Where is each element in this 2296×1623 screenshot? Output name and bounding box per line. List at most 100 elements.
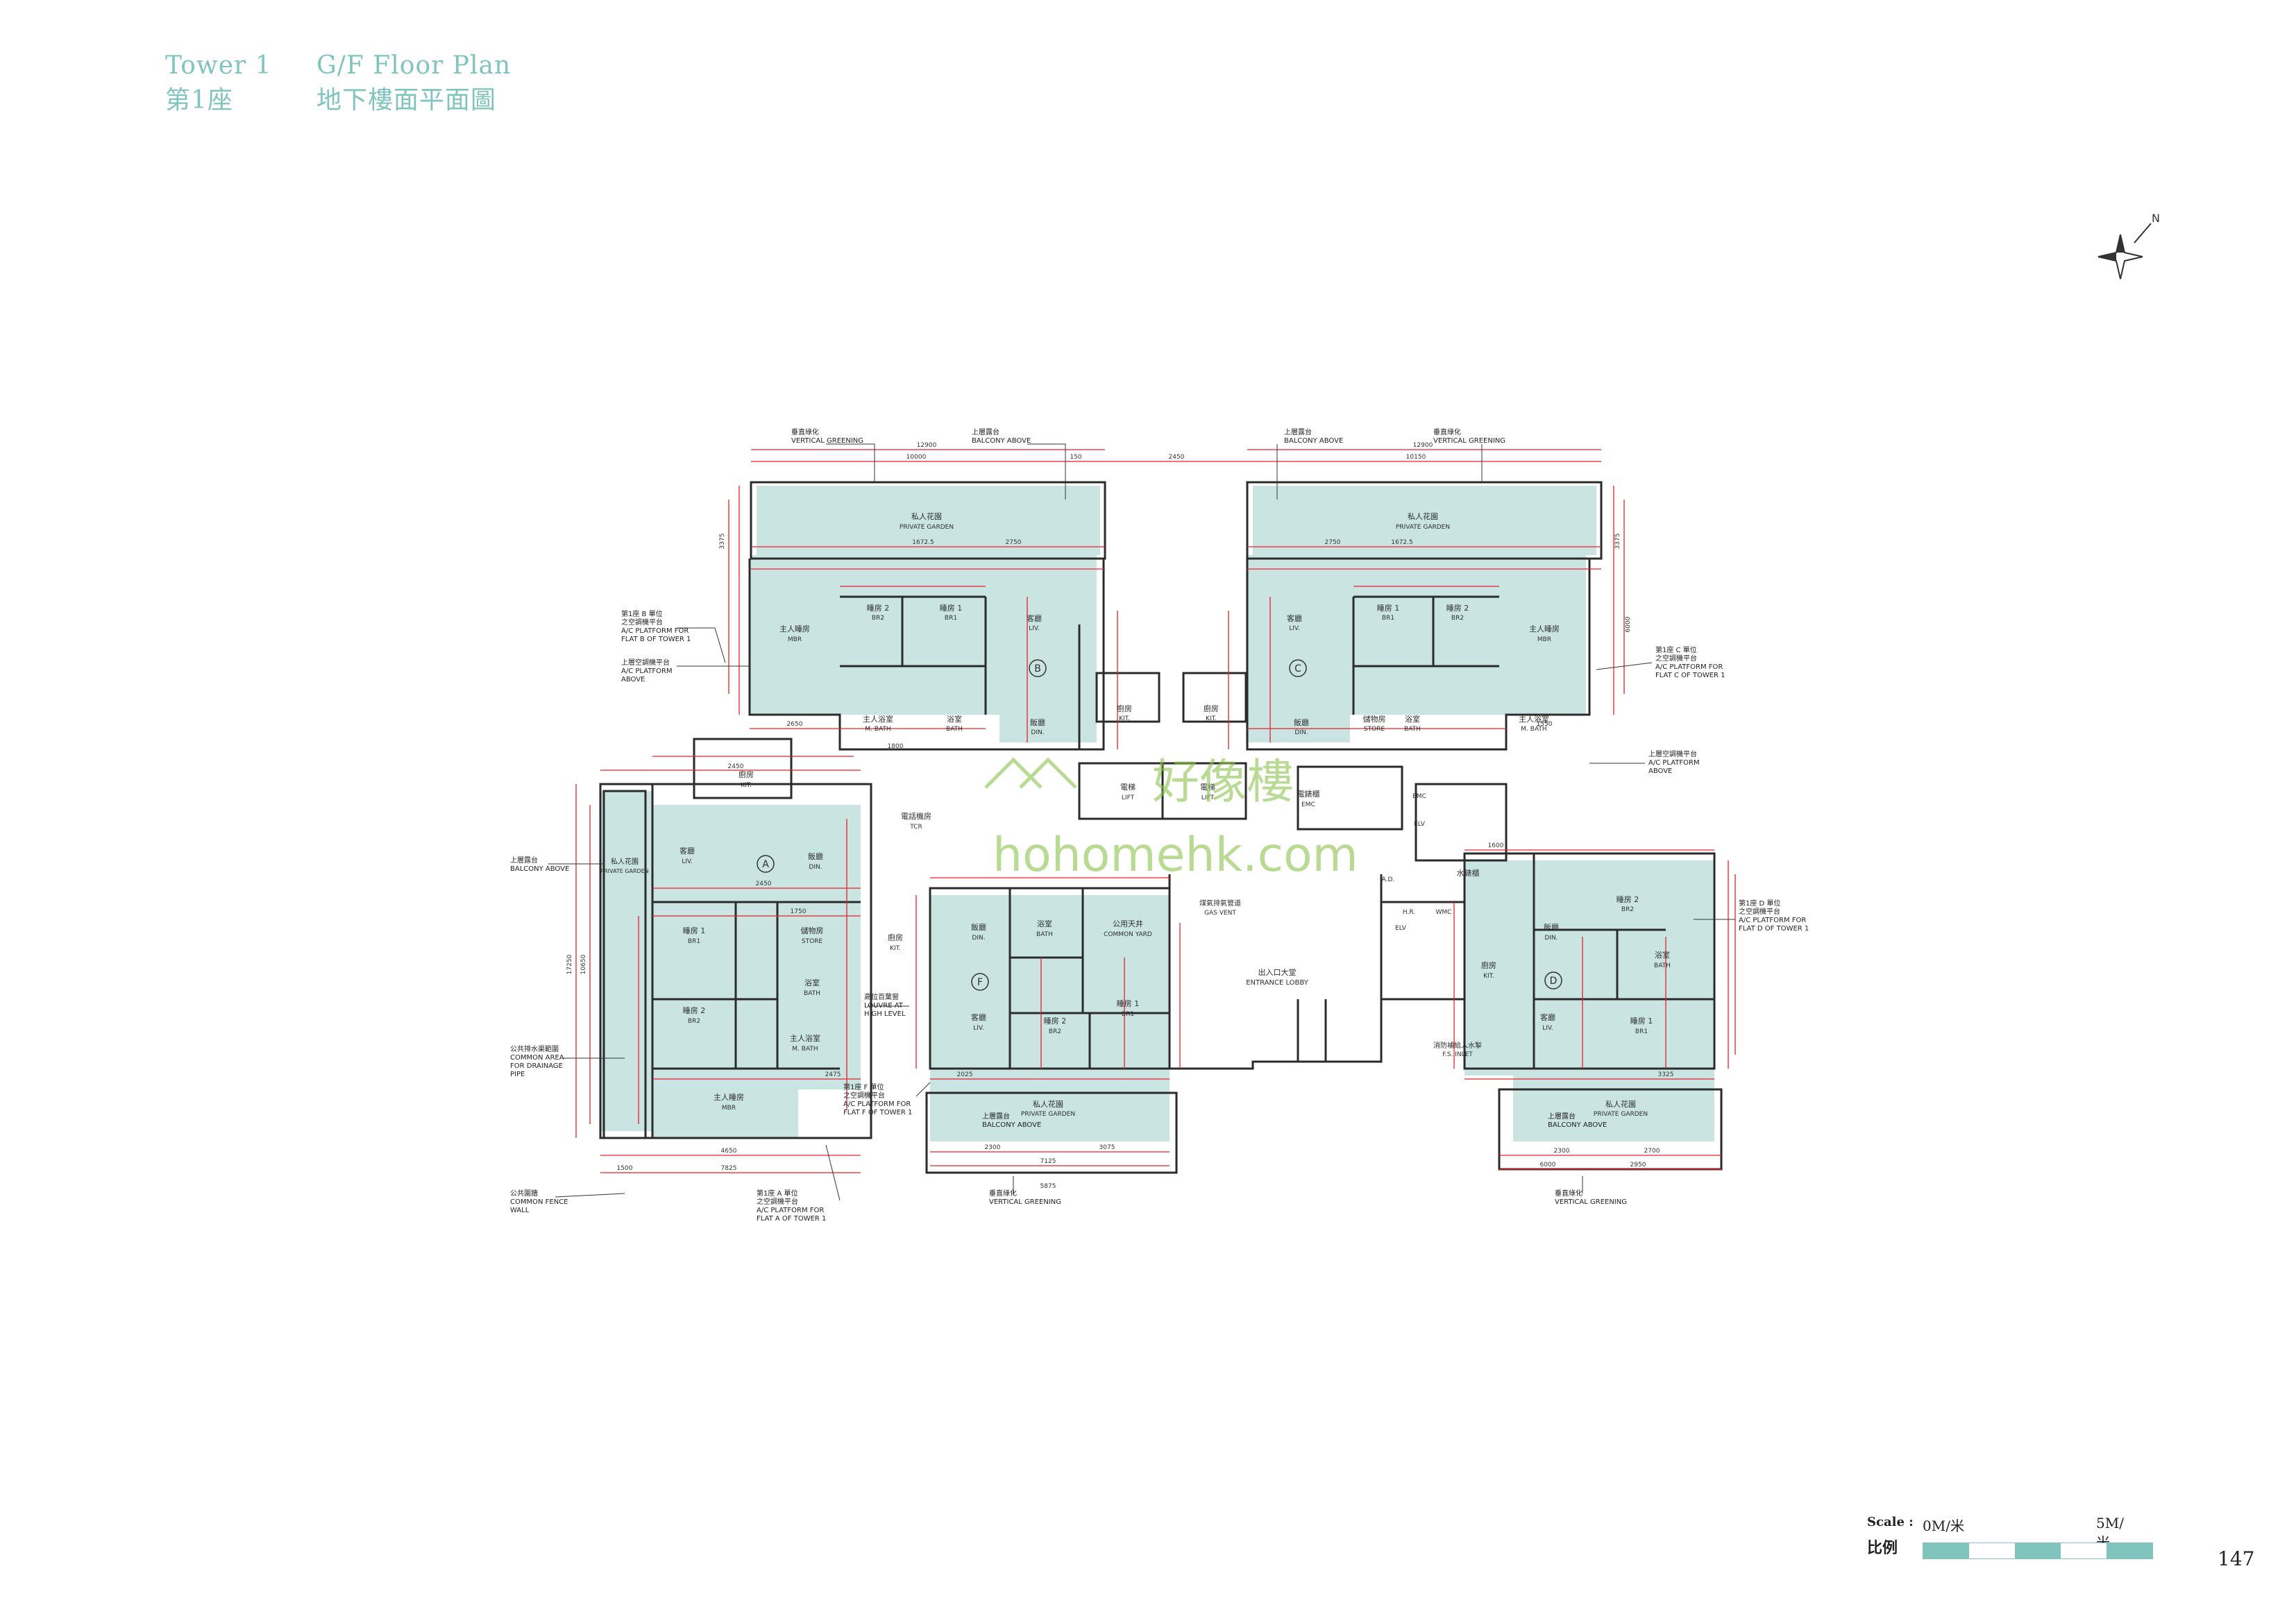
plan-title-zh: 地下樓面平面圖: [316, 86, 497, 114]
svg-text:10150: 10150: [1406, 454, 1426, 461]
unit-marker-c: C: [1289, 659, 1307, 677]
garden-f-zh: 私人花園: [1033, 1100, 1063, 1109]
garden-a-en: PRIVATE GARDEN: [600, 868, 648, 874]
mbath-c-zh: 主人浴室: [1519, 714, 1549, 724]
elv-label: ELV: [1414, 821, 1426, 828]
walls: [599, 481, 1723, 1174]
svg-text:1672.5: 1672.5: [912, 539, 934, 546]
svg-text:ABOVE: ABOVE: [1648, 767, 1672, 775]
br1-c-zh: 睡房 1: [1377, 604, 1400, 613]
svg-text:A/C PLATFORM FOR: A/C PLATFORM FOR: [757, 1207, 824, 1214]
svg-text:2450: 2450: [1169, 454, 1185, 461]
svg-text:高位百葉窗: 高位百葉窗: [864, 992, 899, 1001]
svg-text:上層露台: 上層露台: [982, 1112, 1010, 1121]
room-labels: 私人花園 PRIVATE GARDEN 私人花園 PRIVATE GARDEN …: [600, 512, 1671, 1118]
svg-text:3375: 3375: [1614, 534, 1621, 550]
svg-text:150: 150: [1070, 454, 1081, 461]
kit-d-en: KIT.: [1483, 973, 1494, 980]
mbr-c-zh: 主人睡房: [1529, 624, 1560, 634]
store-c-zh: 儲物房: [1363, 714, 1386, 724]
br1-b-zh: 睡房 1: [940, 604, 963, 613]
br1-b-en: BR1: [945, 615, 957, 622]
svg-text:第1座 F 單位: 第1座 F 單位: [843, 1082, 884, 1091]
unit-marker-a: A: [757, 855, 775, 873]
svg-text:第1座 A 單位: 第1座 A 單位: [757, 1189, 798, 1198]
svg-text:第1座 B 單位: 第1座 B 單位: [621, 609, 663, 618]
din-f-en: DIN.: [972, 935, 985, 942]
svg-text:N: N: [2152, 212, 2160, 225]
lift-2-en: LIFT: [1201, 794, 1215, 801]
liv-d-zh: 客廳: [1540, 1012, 1555, 1022]
svg-text:第1座 D 單位: 第1座 D 單位: [1739, 899, 1780, 908]
svg-text:之空調機平台: 之空調機平台: [843, 1091, 885, 1100]
svg-text:PIPE: PIPE: [510, 1071, 525, 1078]
balcony-c-en: BALCONY ABOVE: [1284, 437, 1343, 445]
br2-f-en: BR2: [1049, 1028, 1061, 1035]
svg-text:2475: 2475: [825, 1071, 841, 1078]
watermark-brand-en: hohomehk.com: [993, 828, 1358, 883]
br2-c-zh: 睡房 2: [1446, 604, 1469, 613]
svg-text:公共排水渠範圍: 公共排水渠範圍: [510, 1044, 559, 1053]
mbr-a-en: MBR: [722, 1105, 736, 1112]
wmc-label: WMC: [1436, 909, 1452, 916]
svg-text:A/C PLATFORM FOR: A/C PLATFORM FOR: [1739, 917, 1806, 924]
vg-b-zh: 垂直綠化: [791, 427, 819, 436]
bath-f-zh: 浴室: [1037, 919, 1052, 928]
din-c-zh: 飯廳: [1294, 717, 1309, 727]
liv-c-zh: 客廳: [1287, 613, 1302, 623]
br2-f-zh: 睡房 2: [1044, 1017, 1067, 1026]
mbr-a-zh: 主人睡房: [714, 1093, 744, 1102]
svg-text:2750: 2750: [1325, 539, 1341, 546]
dimension-labels: 12900 12900 10000 10150 150 2450 2750 27…: [566, 442, 1673, 1190]
unit-markers: B C A F D: [757, 659, 1562, 991]
mbath-a-zh: 主人浴室: [790, 1033, 820, 1043]
bath-c-en: BATH: [1404, 726, 1421, 733]
din-b-zh: 飯廳: [1030, 717, 1045, 727]
br1-a-en: BR1: [688, 938, 700, 945]
br2-a-zh: 睡房 2: [683, 1006, 706, 1015]
elv-label-2: ELV: [1395, 925, 1407, 932]
svg-text:VERTICAL GREENING: VERTICAL GREENING: [1555, 1198, 1627, 1206]
kit-a-en: KIT.: [741, 782, 752, 789]
liv-c-en: LIV.: [1289, 625, 1300, 632]
kit-a-zh: 廚房: [738, 770, 754, 779]
balcony-b-en: BALCONY ABOVE: [972, 437, 1031, 445]
ad-label: A.D.: [1382, 876, 1395, 883]
kit-f-zh: 廚房: [888, 933, 903, 942]
svg-text:A: A: [762, 859, 769, 870]
fs-inlet-en: F.S. INLET: [1442, 1051, 1473, 1058]
common-yard-zh: 公用天井: [1113, 919, 1143, 928]
svg-text:FLAT C OF TOWER 1: FLAT C OF TOWER 1: [1655, 672, 1725, 679]
svg-text:之空調機平台: 之空調機平台: [621, 618, 663, 627]
scale-start: 0M/米: [1923, 1518, 1964, 1534]
unit-marker-f: F: [971, 973, 989, 991]
unit-fills: [600, 486, 1714, 1141]
garden-d-en: PRIVATE GARDEN: [1594, 1111, 1648, 1118]
svg-text:A/C PLATFORM FOR: A/C PLATFORM FOR: [1655, 663, 1723, 671]
mbath-a-en: M. BATH: [792, 1046, 818, 1053]
br2-d-zh: 睡房 2: [1617, 895, 1639, 904]
mbr-b-zh: 主人睡房: [779, 624, 810, 634]
bath-d-en: BATH: [1654, 962, 1671, 969]
fs-inlet-zh: 消防補給入水掣: [1433, 1041, 1482, 1050]
din-a-zh: 飯廳: [808, 851, 823, 861]
din-f-zh: 飯廳: [971, 922, 986, 932]
water-meter-zh: 水錶櫃: [1457, 868, 1480, 878]
svg-text:上層空調機平台: 上層空調機平台: [1648, 749, 1697, 758]
liv-b-en: LIV.: [1029, 625, 1040, 632]
svg-text:3375: 3375: [719, 534, 726, 550]
callout-labels: 垂直綠化 VERTICAL GREENING 上層露台 BALCONY ABOV…: [510, 427, 1809, 1223]
din-b-en: DIN.: [1031, 729, 1044, 736]
svg-text:COMMON FENCE: COMMON FENCE: [510, 1198, 568, 1206]
emc-en: EMC: [1301, 801, 1315, 808]
svg-text:LOUVRE AT: LOUVRE AT: [864, 1002, 904, 1010]
svg-text:2650: 2650: [787, 721, 803, 728]
svg-text:2300: 2300: [985, 1144, 1001, 1151]
common-yard-en: COMMON YARD: [1104, 931, 1152, 938]
watermark-house-icon: [984, 757, 1077, 789]
svg-text:FLAT D OF TOWER 1: FLAT D OF TOWER 1: [1739, 925, 1809, 933]
svg-text:A/C PLATFORM FOR: A/C PLATFORM FOR: [621, 627, 689, 635]
svg-text:之空調機平台: 之空調機平台: [1739, 907, 1780, 916]
balcony-b-zh: 上層露台: [972, 427, 999, 436]
